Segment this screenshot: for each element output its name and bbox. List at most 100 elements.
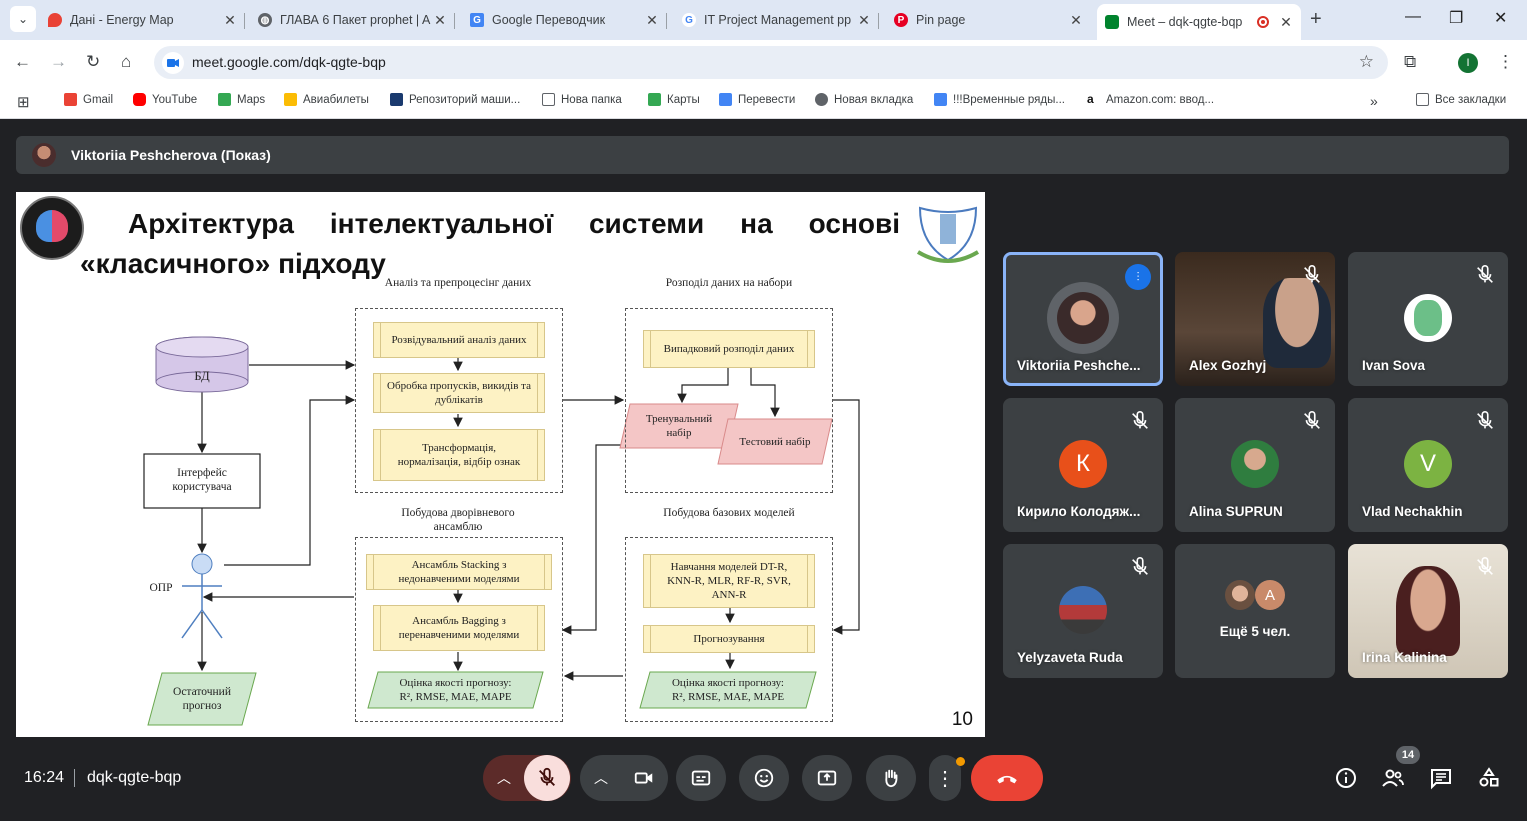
tab-pin-page[interactable]: P Pin page ✕: [886, 6, 1091, 34]
close-tab-icon[interactable]: ✕: [1070, 11, 1082, 28]
group-base-models: [625, 537, 833, 722]
participant-tile[interactable]: ⫶ Viktoriia Peshche...: [1003, 252, 1163, 386]
captions-button[interactable]: [676, 755, 726, 801]
url-text[interactable]: meet.google.com/dqk-qgte-bqp: [192, 54, 386, 70]
participant-tile[interactable]: Yelyzaveta Ruda: [1003, 544, 1163, 678]
bookmark-karty[interactable]: Карты: [648, 93, 700, 106]
bookmark-new-tab[interactable]: Новая вкладка: [815, 93, 913, 106]
box-random-split: Випадковий розподіл даних: [643, 330, 815, 368]
label-base-models: Побудова базових моделей: [663, 507, 795, 519]
avatar: V: [1404, 440, 1452, 488]
participant-tile[interactable]: Ivan Sova: [1348, 252, 1508, 386]
presenter-name: Viktoriia Peshcherova (Показ): [71, 147, 271, 163]
more-participants-tile[interactable]: A Ещё 5 чел.: [1175, 544, 1335, 678]
participant-name: Кирило Колодяж...: [1017, 504, 1141, 519]
mic-off-icon: [1132, 411, 1148, 429]
extensions-icon[interactable]: ⧉: [1404, 52, 1417, 71]
tab-meet[interactable]: Meet – dqk-qgte-bqp ✕: [1097, 4, 1301, 40]
close-tab-icon[interactable]: ✕: [434, 11, 446, 28]
eval-right: Оцінка якості прогнозу: R², RMSE, MAE, M…: [671, 677, 785, 703]
close-tab-icon[interactable]: ✕: [1280, 13, 1292, 30]
label-ui: Інтерфейс користувача: [172, 467, 232, 493]
bookmark-new-folder[interactable]: Нова папка: [542, 93, 622, 106]
address-bar-row: ← → ↻ ⌂ meet.google.com/dqk-qgte-bqp ☆ ⧉…: [0, 40, 1527, 85]
camera-toggle-button[interactable]: [621, 755, 667, 801]
all-bookmarks[interactable]: Все закладки: [1416, 93, 1506, 106]
bookmark-repository[interactable]: Репозиторий маши...: [390, 93, 520, 106]
lab-logo: [20, 196, 84, 260]
close-tab-icon[interactable]: ✕: [858, 11, 870, 28]
bookmarks-bar: ⊞ Gmail YouTube Maps Авиабилеты Репозито…: [0, 85, 1527, 119]
slide-title: Архітектура інтелектуальної системи на о…: [80, 208, 900, 279]
menu-kebab-icon[interactable]: ⋮: [1497, 52, 1514, 71]
bookmark-gmail[interactable]: Gmail: [64, 93, 113, 106]
bookmark-maps[interactable]: Maps: [218, 93, 265, 106]
university-logo: [916, 206, 980, 263]
participant-name: Irina Kalinina: [1362, 650, 1447, 665]
present-screen-button[interactable]: [802, 755, 852, 801]
group-ensemble: [355, 537, 563, 722]
bookmark-star-icon[interactable]: ☆: [1358, 52, 1374, 71]
new-tab-button[interactable]: +: [1310, 8, 1322, 30]
participant-tile[interactable]: К Кирило Колодяж...: [1003, 398, 1163, 532]
home-icon[interactable]: ⌂: [121, 52, 132, 71]
hand-icon: [885, 769, 898, 788]
video-feed: [1263, 278, 1331, 368]
group-split: [625, 308, 833, 493]
maps-icon: [648, 93, 661, 106]
bookmark-flights[interactable]: Авиабилеты: [284, 93, 369, 106]
close-tab-icon[interactable]: ✕: [224, 11, 236, 28]
activities-icon[interactable]: [1477, 766, 1501, 790]
camera-options-chevron-icon[interactable]: ︿: [594, 770, 608, 786]
label-final: Остаточний прогноз: [173, 686, 231, 712]
eval-left: Оцінка якості прогнозу: R², RMSE, MAE, M…: [399, 677, 512, 703]
captions-icon: [691, 770, 711, 786]
participant-name: Alex Gozhyj: [1189, 358, 1267, 373]
avatar: [1231, 440, 1279, 488]
maximize-button[interactable]: ❐: [1449, 10, 1464, 27]
bookmark-time-series[interactable]: !!!Временные ряды...: [934, 93, 1065, 106]
mic-options-chevron-icon[interactable]: ︿: [497, 770, 511, 786]
close-window-button[interactable]: ✕: [1494, 10, 1508, 27]
people-icon[interactable]: [1381, 766, 1405, 790]
mic-off-icon: [539, 767, 555, 786]
bookmark-youtube[interactable]: YouTube: [133, 93, 197, 106]
box-forecast: Прогнозування: [643, 625, 815, 653]
tab-energy-map[interactable]: Дані - Energy Map ✕: [40, 6, 245, 34]
participant-tile[interactable]: Alina SUPRUN: [1175, 398, 1335, 532]
box-stacking: Ансамбль Stacking з недонавченими моделя…: [366, 554, 552, 590]
tab-it-project[interactable]: G IT Project Management pp ✕: [674, 6, 879, 34]
tab-search-button[interactable]: ⌄: [10, 6, 36, 32]
site-info-icon[interactable]: [162, 52, 184, 74]
omnibox[interactable]: meet.google.com/dqk-qgte-bqp ☆: [154, 46, 1388, 79]
more-bookmarks-icon[interactable]: »: [1370, 93, 1378, 109]
translate-icon: G: [470, 13, 484, 27]
more-options-button[interactable]: ⋮: [929, 755, 965, 801]
forward-icon[interactable]: →: [50, 52, 67, 71]
speaking-indicator-icon: ⫶: [1125, 264, 1151, 290]
mic-toggle-button[interactable]: [524, 755, 570, 801]
close-tab-icon[interactable]: ✕: [646, 11, 658, 28]
mic-control-group: ︿: [483, 755, 571, 801]
meeting-info-icon[interactable]: [1334, 766, 1358, 790]
back-icon[interactable]: ←: [14, 52, 31, 71]
bookmark-translate[interactable]: Перевести: [719, 93, 795, 106]
participant-tile[interactable]: Irina Kalinina: [1348, 544, 1508, 678]
reload-icon[interactable]: ↻: [86, 52, 101, 71]
minimize-button[interactable]: —: [1405, 8, 1421, 25]
shared-slide: Архітектура інтелектуальної системи на о…: [16, 192, 985, 737]
end-call-button[interactable]: [971, 755, 1043, 801]
participant-tile[interactable]: V Vlad Nechakhin: [1348, 398, 1508, 532]
mic-off-icon: [1477, 557, 1493, 575]
reactions-button[interactable]: [739, 755, 789, 801]
chat-icon[interactable]: [1429, 766, 1453, 790]
tab-prophet[interactable]: ◍ ГЛАВА 6 Пакет prophet | A ✕: [250, 6, 455, 34]
apps-grid-icon[interactable]: ⊞: [17, 94, 30, 111]
raise-hand-button[interactable]: [866, 755, 916, 801]
participant-tile[interactable]: Alex Gozhyj: [1175, 252, 1335, 386]
tab-google-translate[interactable]: G Google Переводчик ✕: [462, 6, 667, 34]
mic-off-icon: [1132, 557, 1148, 575]
slide-number: 10: [951, 709, 973, 730]
profile-avatar[interactable]: I: [1458, 53, 1478, 73]
